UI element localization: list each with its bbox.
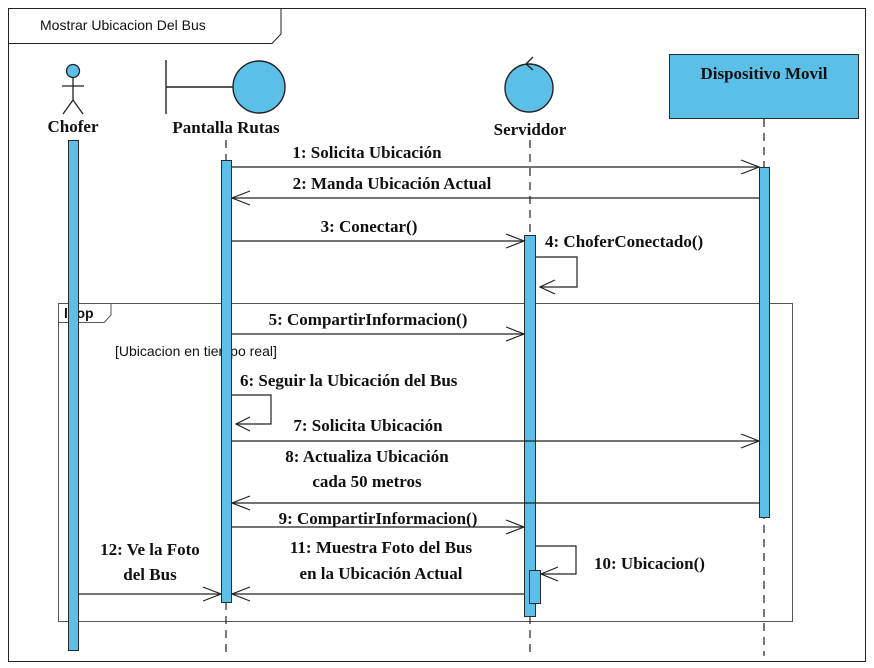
boundary-icon bbox=[165, 60, 286, 114]
arrowhead bbox=[230, 495, 251, 511]
activation-pantalla bbox=[221, 160, 232, 603]
participant-dispositivo-movil: Dispositivo Movil bbox=[669, 54, 859, 119]
arrowhead bbox=[202, 586, 223, 602]
message-label: 6: Seguir la Ubicación del Bus bbox=[240, 371, 458, 390]
message-12: 12: Ve la Foto del Bus bbox=[79, 540, 223, 602]
arrowhead bbox=[230, 190, 251, 206]
loop-guard: [Ubicacion en tiempo real] bbox=[115, 343, 277, 359]
control-icon bbox=[504, 56, 554, 113]
participant-servidor: Serviddor bbox=[494, 56, 567, 139]
message-label: 4: ChoferConectado() bbox=[545, 232, 703, 251]
participant-label-servidor: Serviddor bbox=[494, 120, 567, 139]
message-label: 7: Solicita Ubicación bbox=[293, 416, 443, 435]
message-label: 1: Solicita Ubicación bbox=[292, 143, 442, 162]
participant-label-pantalla: Pantalla Rutas bbox=[172, 118, 280, 137]
message-label-line-1: 11: Muestra Foto del Bus bbox=[290, 538, 473, 557]
message-label-line-2: en la Ubicación Actual bbox=[300, 564, 463, 583]
message-label: 2: Manda Ubicación Actual bbox=[293, 174, 492, 193]
arrowhead bbox=[234, 416, 251, 432]
message-label: 5: CompartirInformacion() bbox=[269, 310, 468, 329]
frame-title: Mostrar Ubicacion Del Bus bbox=[40, 17, 206, 33]
message-3: 3: Conectar() bbox=[232, 217, 526, 249]
arrowhead bbox=[505, 519, 526, 535]
arrowhead bbox=[740, 159, 761, 175]
activation-servidor-nested bbox=[529, 570, 541, 604]
message-label-line-1: 8: Actualiza Ubicación bbox=[285, 447, 449, 466]
message-label: 10: Ubicacion() bbox=[594, 554, 705, 573]
arrowhead bbox=[230, 586, 251, 602]
message-4: 4: ChoferConectado() bbox=[536, 232, 703, 295]
arrowhead bbox=[539, 566, 559, 582]
arrowhead bbox=[538, 279, 556, 295]
message-1: 1: Solicita Ubicación bbox=[232, 143, 761, 175]
message-label: 3: Conectar() bbox=[321, 217, 418, 236]
activation-chofer bbox=[68, 140, 79, 651]
participant-label-chofer: Chofer bbox=[48, 117, 99, 136]
frame-title-tab bbox=[8, 8, 282, 44]
message-10: 10: Ubicacion() bbox=[536, 545, 705, 582]
message-label-line-2: del Bus bbox=[123, 565, 177, 584]
participant-pantalla-rutas: Pantalla Rutas bbox=[165, 60, 286, 137]
loop-fragment bbox=[58, 303, 793, 622]
message-label-line-1: 12: Ve la Foto bbox=[100, 540, 200, 559]
participant-chofer: Chofer bbox=[48, 63, 99, 136]
message-6: 6: Seguir la Ubicación del Bus bbox=[232, 371, 458, 432]
arrowhead bbox=[505, 326, 526, 342]
arrowhead bbox=[505, 233, 526, 249]
message-7: 7: Solicita Ubicación bbox=[232, 416, 761, 449]
message-5: 5: CompartirInformacion() bbox=[232, 310, 526, 342]
message-2: 2: Manda Ubicación Actual bbox=[230, 174, 759, 206]
message-label: 9: CompartirInformacion() bbox=[279, 509, 478, 528]
loop-operator-tab bbox=[58, 303, 112, 323]
actor-icon bbox=[62, 63, 84, 115]
message-9: 9: CompartirInformacion() bbox=[232, 509, 526, 535]
activation-servidor bbox=[524, 235, 536, 617]
message-8: 8: Actualiza Ubicación cada 50 metros bbox=[230, 447, 759, 511]
message-11: 11: Muestra Foto del Bus en la Ubicación… bbox=[230, 538, 524, 602]
message-label-line-2: cada 50 metros bbox=[312, 472, 422, 491]
participant-label-movil: Dispositivo Movil bbox=[700, 64, 827, 83]
arrowhead bbox=[740, 433, 761, 449]
activation-movil bbox=[759, 167, 770, 518]
object-box bbox=[669, 54, 859, 119]
